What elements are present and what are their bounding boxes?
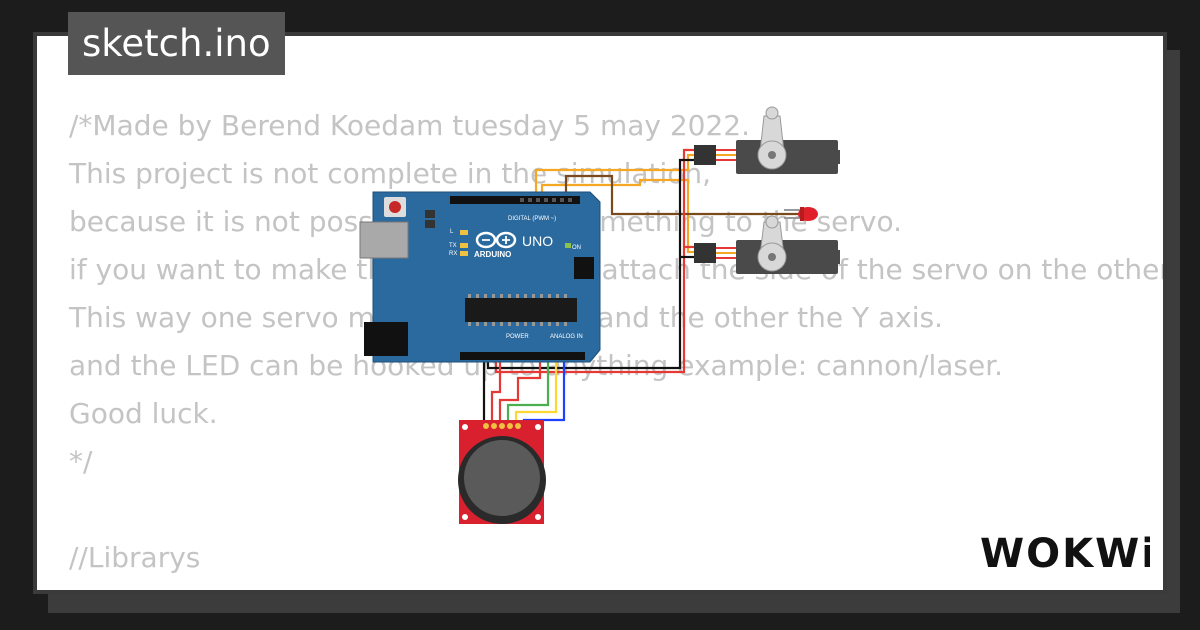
wire-led bbox=[564, 174, 800, 216]
reset-button-cap bbox=[389, 201, 401, 213]
wire-servo2-signal bbox=[540, 178, 696, 254]
analog-joystick[interactable] bbox=[458, 420, 546, 524]
analog-label: ANALOG IN bbox=[550, 334, 583, 340]
file-tab-sketch[interactable]: sketch.ino bbox=[68, 12, 285, 75]
wires bbox=[482, 148, 800, 425]
code-line: //Librarys bbox=[69, 541, 201, 574]
wire-joy-vert bbox=[498, 360, 542, 425]
arduino-logo-icon bbox=[475, 231, 517, 249]
wire-servo1-signal bbox=[534, 153, 696, 198]
joystick-knob[interactable] bbox=[464, 440, 540, 516]
code-line: /*Made by Berend Koedam tuesday 5 may 20… bbox=[69, 109, 751, 142]
wire-joy-horz bbox=[506, 360, 550, 425]
power-jack bbox=[364, 322, 408, 356]
code-line: and the LED can be hooked up to anything… bbox=[69, 349, 1004, 382]
code-line: This way one servo moves the X axis and … bbox=[69, 301, 943, 334]
tx-label: TX bbox=[449, 243, 457, 249]
red-led[interactable] bbox=[784, 207, 818, 221]
uno-label: UNO bbox=[522, 233, 553, 249]
wire-joy-extra bbox=[522, 360, 566, 425]
wokwi-logo-icon: WOKWi bbox=[980, 531, 1150, 575]
digital-label: DIGITAL (PWM ~) bbox=[508, 216, 556, 222]
code-line: */ bbox=[69, 445, 93, 478]
l-label: L bbox=[450, 229, 454, 235]
wire-joy-sel bbox=[514, 360, 558, 425]
wire-servo-ground bbox=[486, 158, 696, 370]
code-line: #include <Servo.h> bbox=[69, 582, 1163, 590]
wire-joy-vcc bbox=[490, 360, 502, 425]
atmega-chip bbox=[465, 298, 577, 322]
digital-header bbox=[450, 196, 580, 204]
usb-connector bbox=[359, 221, 409, 259]
bottom-header bbox=[460, 352, 585, 360]
rx-label: RX bbox=[449, 251, 457, 257]
servo-motor-top[interactable] bbox=[694, 106, 840, 174]
wokwi-logo-text: WOKWi bbox=[980, 531, 1150, 575]
on-label: ON bbox=[572, 245, 581, 251]
servo-motor-bottom[interactable] bbox=[694, 215, 840, 274]
arduino-uno-board[interactable]: DIGITAL (PWM ~) L TX RX UNO ARDUINO ON P… bbox=[359, 191, 601, 363]
arduino-label: ARDUINO bbox=[474, 250, 511, 259]
power-label: POWER bbox=[506, 334, 529, 340]
code-line: Good luck. bbox=[69, 397, 218, 430]
